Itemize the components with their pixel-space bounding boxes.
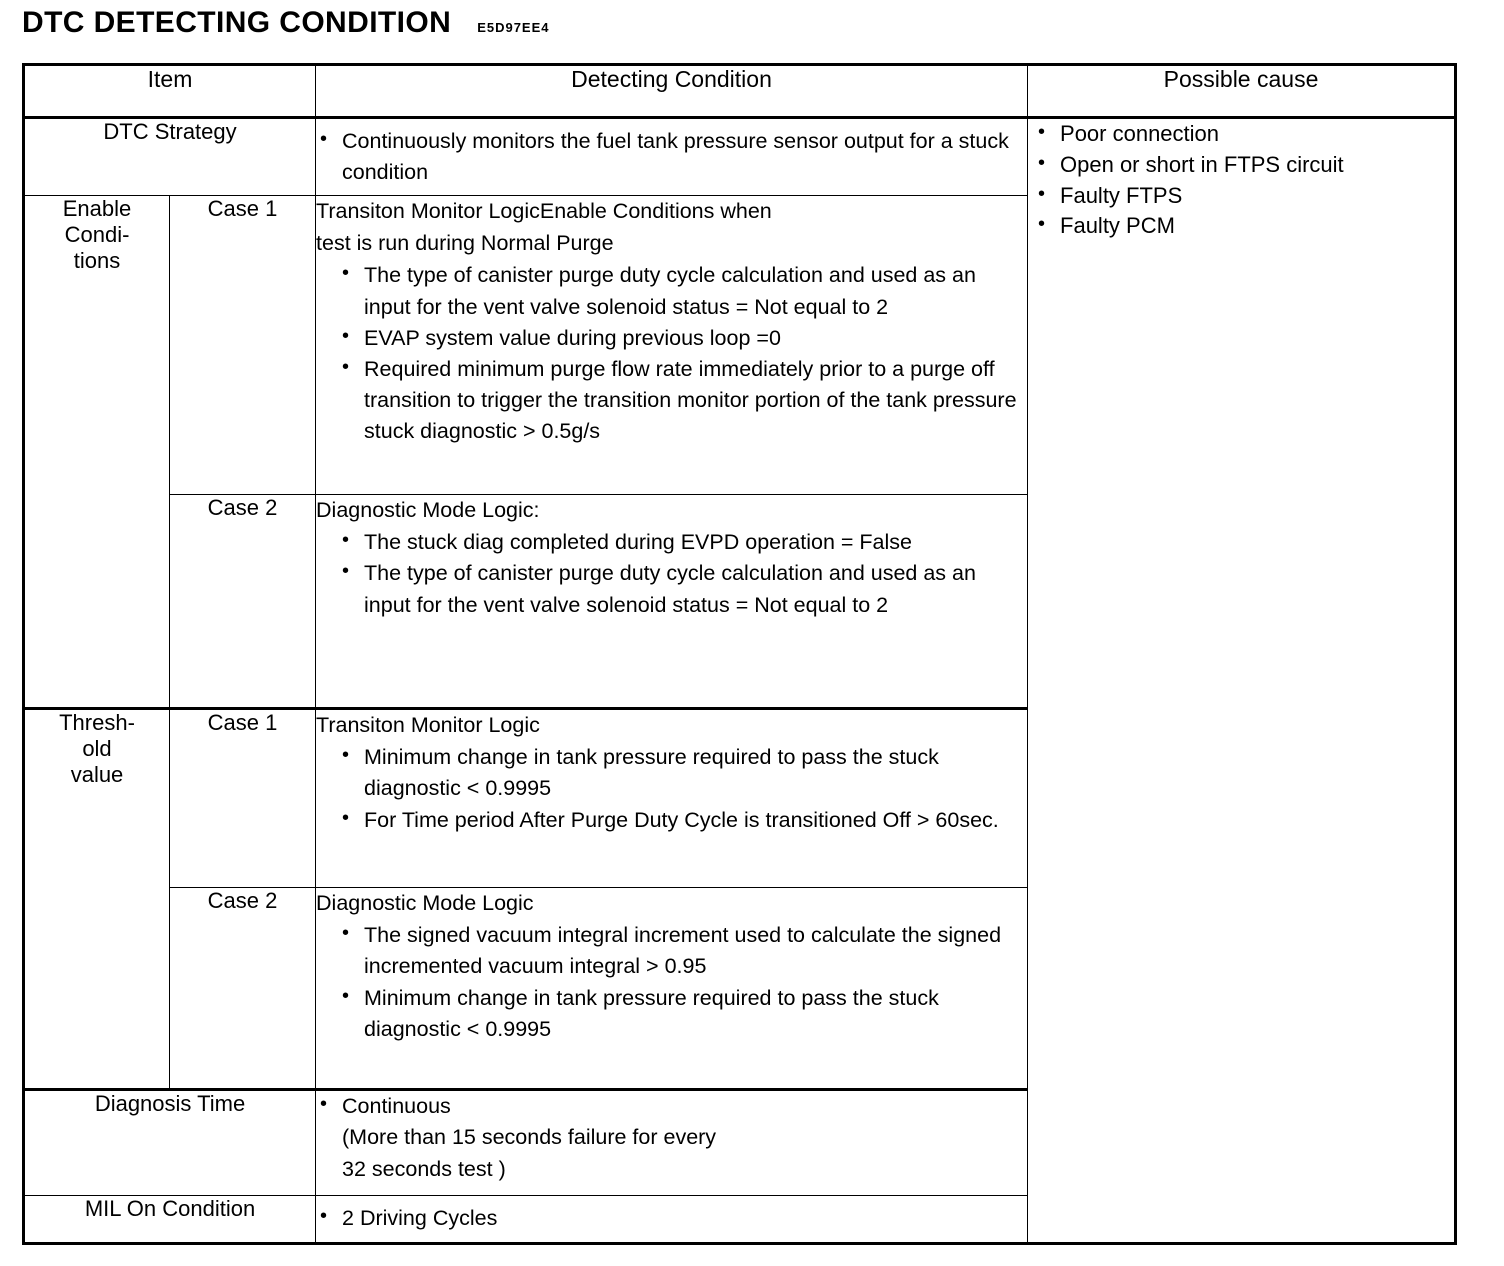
cell-possible-cause: Poor connection Open or short in FTPS ci… (1027, 117, 1457, 1244)
list-item: Poor connection (1038, 118, 1454, 150)
table-row-enable-conditions-case2: Case 2 Diagnostic Mode Logic: The stuck … (24, 494, 1456, 709)
list-item: The signed vacuum integral increment use… (342, 919, 1027, 982)
bullet-list: Continuously monitors the fuel tank pres… (316, 125, 1027, 188)
list-item: Continuous (320, 1090, 1027, 1122)
list-item: Required minimum purge flow rate immedia… (342, 353, 1027, 448)
row-label-diagnosis-time: Diagnosis Time (22, 1088, 317, 1196)
lead-text-line-2: test is run during Normal Purge (316, 231, 614, 256)
list-item: Open or short in FTPS circuit (1038, 149, 1454, 181)
diagnosis-time-note-line-1: (More than 15 seconds failure for every (342, 1125, 717, 1150)
possible-cause-list: Poor connection Open or short in FTPS ci… (1028, 118, 1454, 242)
list-item: The stuck diag completed during EVPD ope… (342, 526, 1027, 558)
cell-threshold-case1-detecting-condition: Transiton Monitor Logic Minimum change i… (315, 707, 1029, 888)
list-item: Faulty FTPS (1038, 180, 1454, 212)
dtc-detecting-condition-table: Item Detecting Condition Possible cause … (22, 63, 1458, 1245)
table-row-mil-on-condition: MIL On Condition 2 Driving Cycles (22, 1195, 1456, 1244)
list-item: The type of canister purge duty cycle ca… (342, 557, 1027, 620)
row-label-dtc-strategy: DTC Strategy (22, 117, 317, 196)
bullet-list: 2 Driving Cycles (316, 1202, 1027, 1234)
case-label-threshold-case1: Case 1 (168, 707, 317, 888)
table-row-threshold-value-case1: Thresh- old value Case 1 Transiton Monit… (23, 707, 1456, 1090)
list-item: Continuously monitors the fuel tank pres… (320, 125, 1027, 188)
cell-dtc-strategy-detecting-condition: Continuously monitors the fuel tank pres… (315, 117, 1029, 196)
bullet-list: The type of canister purge duty cycle ca… (316, 259, 1027, 448)
bullet-list: The signed vacuum integral increment use… (316, 919, 1027, 1045)
row-label-threshold-value: Thresh- old value (23, 707, 170, 1090)
table-row-dtc-strategy: DTC Strategy Continuously monitors the f… (22, 117, 1457, 1244)
row-label-enable-conditions: Enable Condi- tions (23, 195, 170, 709)
row-label-line-1: Thresh- (59, 710, 135, 735)
cell-enable-case2-detecting-condition: Diagnostic Mode Logic: The stuck diag co… (315, 494, 1029, 709)
column-header-item: Item (22, 64, 317, 119)
cell-threshold-case2-detecting-condition: Diagnostic Mode Logic The signed vacuum … (315, 887, 1029, 1090)
row-label-line-2: old (82, 735, 112, 761)
lead-text-line-1: Diagnostic Mode Logic (316, 891, 534, 915)
bullet-list: Continuous (316, 1090, 1027, 1122)
bullet-list: The stuck diag completed during EVPD ope… (316, 526, 1027, 621)
list-item: The type of canister purge duty cycle ca… (342, 259, 1027, 322)
case-label-enable-case2: Case 2 (168, 494, 317, 709)
row-label-mil-on-condition: MIL On Condition (22, 1195, 317, 1244)
document-reference-code: E5D97EE4 (477, 20, 550, 35)
column-header-possible-cause: Possible cause (1027, 64, 1457, 119)
table-row-threshold-value-case2: Case 2 Diagnostic Mode Logic The signed … (24, 887, 1456, 1090)
cell-mil-on-condition-detecting-condition: 2 Driving Cycles (315, 1195, 1029, 1244)
title-block: DTC DETECTING CONDITION E5D97EE4 (22, 6, 550, 40)
lead-text-line-1: Transiton Monitor Logic (316, 713, 540, 737)
row-label-line-3: value (70, 761, 124, 787)
row-label-line-2: Condi- (64, 221, 130, 247)
diagnosis-time-note-line-2: 32 seconds test ) (342, 1157, 506, 1182)
list-item: EVAP system value during previous loop =… (342, 322, 1027, 354)
table-header-row: Item Detecting Condition Possible cause (22, 64, 1457, 119)
column-header-detecting-condition: Detecting Condition (315, 64, 1029, 119)
list-item: 2 Driving Cycles (320, 1202, 1027, 1234)
list-item: For Time period After Purge Duty Cycle i… (342, 804, 1027, 836)
cell-diagnosis-time-detecting-condition: Continuous (More than 15 seconds failure… (315, 1088, 1029, 1196)
page-title: DTC DETECTING CONDITION (22, 6, 452, 39)
case-label-threshold-case2: Case 2 (168, 887, 317, 1090)
case-label-enable-case1: Case 1 (168, 195, 317, 495)
lead-text-line-1: Diagnostic Mode Logic: (316, 498, 540, 522)
bullet-list: Minimum change in tank pressure required… (316, 741, 1027, 836)
table-row-enable-conditions-case1: Enable Condi- tions Case 1 Transiton Mon… (23, 195, 1456, 709)
list-item: Minimum change in tank pressure required… (342, 741, 1027, 804)
dtc-table-wrapper: Item Detecting Condition Possible cause … (22, 63, 1458, 1245)
lead-text-line-1: Transiton Monitor LogicEnable Conditions… (316, 199, 772, 223)
list-item: Faulty PCM (1038, 210, 1454, 242)
cell-enable-case1-detecting-condition: Transiton Monitor LogicEnable Conditions… (315, 195, 1029, 495)
row-label-line-3: tions (73, 247, 121, 273)
table-row-diagnosis-time: Diagnosis Time Continuous (More than 15 … (22, 1088, 1456, 1196)
list-item: Minimum change in tank pressure required… (342, 982, 1027, 1045)
row-label-line-1: Enable (62, 196, 132, 221)
